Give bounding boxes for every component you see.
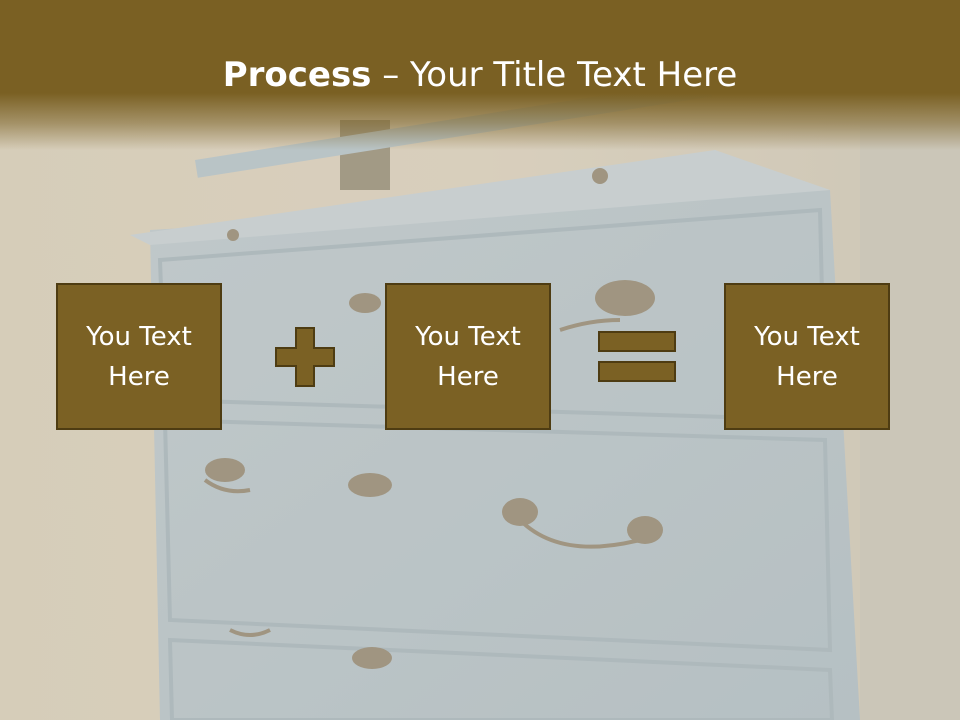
slide-title: Process – Your Title Text Here [0, 52, 960, 98]
equals-icon [598, 331, 676, 382]
process-box-3[interactable]: You Text Here [724, 283, 890, 430]
title-bold: Process [222, 55, 372, 95]
title-bar [0, 0, 960, 150]
process-box-2-text: You Text Here [415, 321, 521, 392]
process-box-2[interactable]: You Text Here [385, 283, 551, 430]
process-box-1[interactable]: You Text Here [56, 283, 222, 430]
process-box-3-text: You Text Here [754, 321, 860, 392]
process-box-1-text: You Text Here [86, 321, 192, 392]
plus-icon [275, 327, 335, 387]
title-rest: – Your Title Text Here [371, 55, 738, 95]
